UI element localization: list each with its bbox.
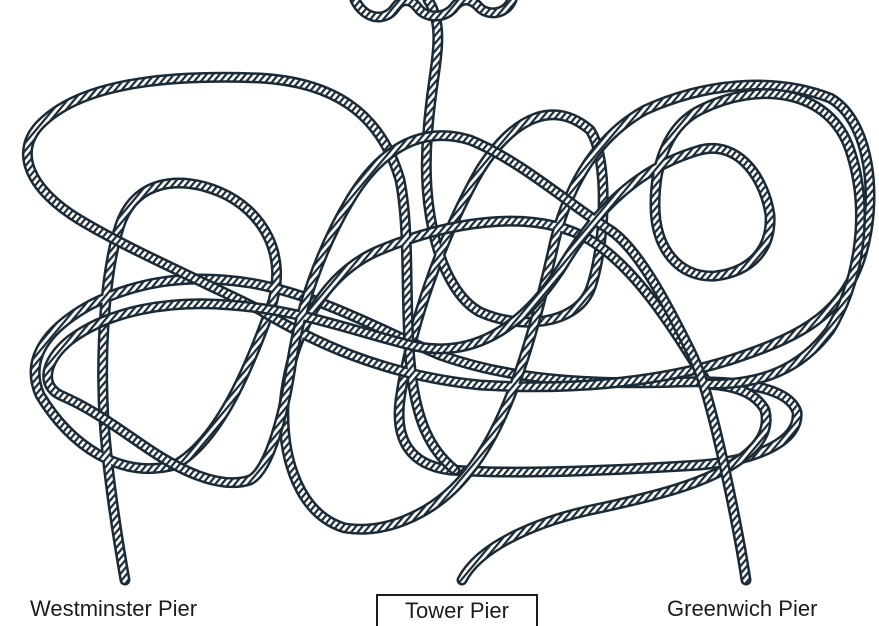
greenwich-pier-option[interactable]: Greenwich Pier — [667, 596, 818, 621]
rope-greenwich[interactable] — [42, 88, 866, 586]
tower-pier-option[interactable]: Tower Pier — [376, 594, 538, 626]
westminster-pier-option[interactable]: Westminster Pier — [30, 596, 198, 621]
rope-knot-top — [349, 0, 518, 23]
rope-tower[interactable] — [22, 71, 876, 586]
